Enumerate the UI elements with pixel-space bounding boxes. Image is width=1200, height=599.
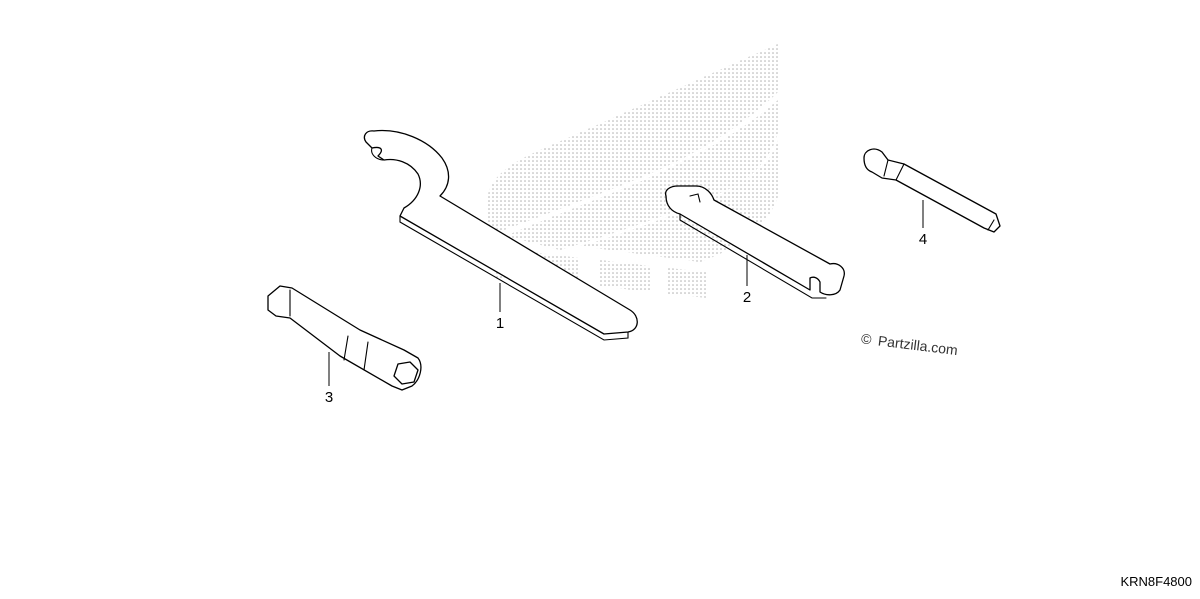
callout-4[interactable]: 4 xyxy=(919,231,927,248)
watermark-text: Partzilla.com xyxy=(877,332,958,358)
pin-rod-tool xyxy=(863,148,1001,233)
spark-plug-socket-wrench xyxy=(267,285,422,391)
partzilla-watermark: © Partzilla.com xyxy=(860,330,958,358)
copyright-symbol: © xyxy=(860,330,873,347)
hook-spanner-wrench xyxy=(363,129,638,341)
diagram-code: KRN8F4800 xyxy=(1120,574,1192,589)
callout-1[interactable]: 1 xyxy=(496,315,504,332)
callout-2[interactable]: 2 xyxy=(743,289,751,306)
open-end-wrench xyxy=(664,185,845,299)
callout-3[interactable]: 3 xyxy=(325,389,333,406)
